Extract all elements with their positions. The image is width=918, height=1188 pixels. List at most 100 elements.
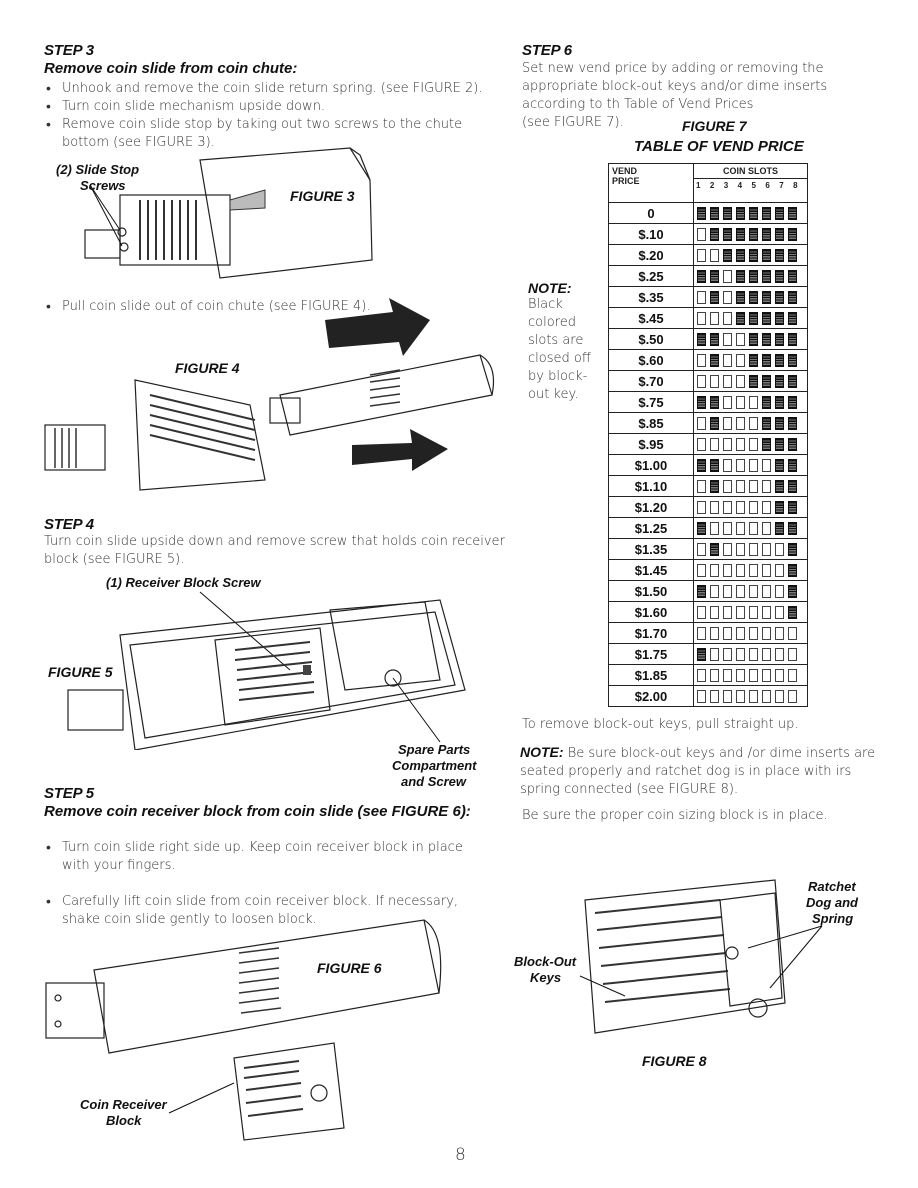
blocked-slot-icon: [788, 458, 797, 472]
open-slot-icon: [736, 479, 745, 493]
table-row: $1.45: [608, 559, 808, 581]
open-slot-icon: [762, 689, 771, 703]
list-item: Turn coin slide mechanism upside down.: [44, 98, 502, 116]
blocked-slot-icon: [736, 290, 745, 304]
open-slot-icon: [749, 395, 758, 409]
note-black-slots: NOTE: Black colored slots are closed off…: [528, 280, 598, 404]
open-slot-icon: [723, 668, 732, 682]
blocked-slot-icon: [775, 458, 784, 472]
table-header-row: VEND PRICE COIN SLOTS 1 2 3 4 5 6 7 8: [608, 163, 808, 203]
note-line: closed off: [528, 351, 591, 366]
blocked-slot-icon: [749, 311, 758, 325]
open-slot-icon: [697, 353, 706, 367]
open-slot-icon: [788, 689, 797, 703]
open-slot-icon: [710, 626, 719, 640]
blocked-slot-icon: [723, 206, 732, 220]
coin-slots-cell: [693, 517, 808, 539]
open-slot-icon: [775, 542, 784, 556]
list-item: Turn coin slide right side up. Keep coin…: [44, 839, 494, 875]
vend-price-cell: $.10: [608, 223, 694, 245]
step4-text: Turn coin slide upside down and remove s…: [44, 534, 505, 567]
open-slot-icon: [749, 416, 758, 430]
open-slot-icon: [775, 605, 784, 619]
ratchet-callout-1: Ratchet: [808, 879, 856, 894]
blocked-slot-icon: [736, 206, 745, 220]
open-slot-icon: [775, 689, 784, 703]
open-slot-icon: [775, 668, 784, 682]
table-row: 0: [608, 202, 808, 224]
vend-price-cell: $1.85: [608, 664, 694, 686]
header-vend: VEND: [612, 166, 638, 176]
blocked-slot-icon: [710, 542, 719, 556]
table-row: $.70: [608, 370, 808, 392]
blocked-slot-icon: [762, 227, 771, 241]
vend-price-cell: $.70: [608, 370, 694, 392]
coin-slots-cell: [693, 223, 808, 245]
coin-slots-cell: [693, 496, 808, 518]
blockout-callout-2: Keys: [530, 970, 562, 985]
blocked-slot-icon: [788, 374, 797, 388]
sizing-block-text: Be sure the proper coin sizing block is …: [522, 808, 828, 823]
blocked-slot-icon: [788, 248, 797, 262]
list-item: Remove coin slide stop by taking out two…: [44, 116, 502, 152]
table-row: $1.50: [608, 580, 808, 602]
open-slot-icon: [749, 542, 758, 556]
vend-price-cell: $.45: [608, 307, 694, 329]
open-slot-icon: [723, 626, 732, 640]
coin-receiver-callout-1: Coin Receiver: [80, 1097, 167, 1112]
open-slot-icon: [723, 479, 732, 493]
blocked-slot-icon: [775, 500, 784, 514]
open-slot-icon: [723, 395, 732, 409]
coin-slots-cell: [693, 244, 808, 266]
open-slot-icon: [697, 374, 706, 388]
blocked-slot-icon: [710, 458, 719, 472]
open-slot-icon: [749, 437, 758, 451]
vend-price-cell: $.75: [608, 391, 694, 413]
ratchet-callout-3: Spring: [812, 911, 854, 926]
table-row: $.95: [608, 433, 808, 455]
table-row: $.50: [608, 328, 808, 350]
open-slot-icon: [710, 689, 719, 703]
open-slot-icon: [736, 332, 745, 346]
fig3-callout-line2: Screws: [80, 178, 126, 193]
blocked-slot-icon: [788, 290, 797, 304]
blockout-callout-1: Block-Out: [514, 954, 577, 969]
vend-price-cell: $.25: [608, 265, 694, 287]
blocked-slot-icon: [788, 227, 797, 241]
open-slot-icon: [762, 584, 771, 598]
open-slot-icon: [723, 500, 732, 514]
blocked-slot-icon: [697, 395, 706, 409]
table-row: $.20: [608, 244, 808, 266]
open-slot-icon: [762, 563, 771, 577]
open-slot-icon: [723, 584, 732, 598]
list-item: Carefully lift coin slide from coin rece…: [44, 893, 494, 929]
open-slot-icon: [723, 563, 732, 577]
blocked-slot-icon: [762, 416, 771, 430]
blocked-slot-icon: [788, 605, 797, 619]
blocked-slot-icon: [710, 332, 719, 346]
coin-slots-cell: [693, 286, 808, 308]
open-slot-icon: [723, 542, 732, 556]
blocked-slot-icon: [749, 332, 758, 346]
blocked-slot-icon: [762, 269, 771, 283]
step3-heading: STEP 3: [44, 42, 94, 59]
coin-receiver-callout-2: Block: [106, 1113, 142, 1128]
open-slot-icon: [723, 458, 732, 472]
vend-price-cell: $2.00: [608, 685, 694, 707]
blocked-slot-icon: [749, 248, 758, 262]
spare-parts-callout-2: Compartment: [392, 758, 477, 773]
open-slot-icon: [749, 647, 758, 661]
open-slot-icon: [749, 626, 758, 640]
table-title: TABLE OF VEND PRICE: [634, 138, 804, 155]
vend-price-cell: $1.70: [608, 622, 694, 644]
open-slot-icon: [749, 458, 758, 472]
open-slot-icon: [697, 563, 706, 577]
step6-text: Set new vend price by adding or removing…: [522, 61, 828, 112]
blocked-slot-icon: [775, 521, 784, 535]
blocked-slot-icon: [788, 437, 797, 451]
open-slot-icon: [736, 416, 745, 430]
open-slot-icon: [710, 500, 719, 514]
blocked-slot-icon: [775, 269, 784, 283]
open-slot-icon: [749, 668, 758, 682]
blocked-slot-icon: [775, 206, 784, 220]
